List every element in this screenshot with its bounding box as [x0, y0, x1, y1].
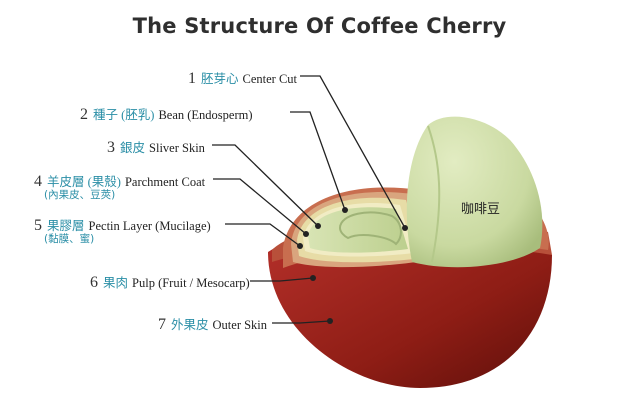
whole-bean-ridge	[427, 125, 441, 263]
label-en: Pectin Layer (Mucilage)	[88, 219, 211, 233]
bean-label: 咖啡豆	[461, 202, 501, 217]
outer-skin-shape	[268, 230, 552, 388]
leader-line-3	[212, 144, 319, 227]
label-number: 1	[188, 70, 196, 87]
label-en: Pulp (Fruit / Mesocarp)	[132, 276, 250, 290]
label-zh: 種子 (胚乳)	[93, 108, 155, 122]
leader-line-7	[272, 320, 331, 324]
label-parchment-sub: (內果皮、豆莢)	[44, 189, 116, 201]
leader-dot-4	[303, 231, 309, 237]
label-pectin-sub: (黏膜、蜜)	[44, 233, 95, 245]
leader-line-1	[300, 75, 406, 229]
label-en: Outer Skin	[212, 318, 268, 332]
leader-dot-7	[327, 318, 333, 324]
center-cut-swirl	[338, 211, 402, 246]
leader-line-5	[225, 223, 301, 247]
leader-line-4	[213, 178, 307, 235]
label-number: 4	[34, 173, 42, 190]
whole-bean-shape	[406, 116, 543, 268]
leader-dot-3	[315, 223, 321, 229]
leader-dot-6	[310, 275, 316, 281]
label-zh: 銀皮	[120, 141, 146, 155]
label-parchment-coat: 4 羊皮層 (果殼)Parchment Coat	[34, 171, 205, 191]
label-zh: 果肉	[103, 276, 129, 290]
label-en: Parchment Coat	[124, 175, 206, 189]
leader-line-6	[250, 277, 314, 282]
label-en: Center Cut	[242, 72, 298, 86]
label-zh: 胚芽心	[201, 72, 239, 86]
label-bean: 2 種子 (胚乳)Bean (Endosperm)	[80, 104, 253, 124]
label-zh: 果膠層	[47, 219, 85, 233]
page-title: The Structure Of Coffee Cherry	[132, 14, 507, 38]
label-number: 3	[107, 139, 115, 156]
leader-dot-2	[342, 207, 348, 213]
label-number: 5	[34, 217, 42, 234]
label-zh: 羊皮層 (果殼)	[47, 175, 121, 189]
leader-lines	[212, 75, 406, 324]
label-number: 2	[80, 106, 88, 123]
label-number: 7	[158, 316, 166, 333]
label-en: Sliver Skin	[149, 141, 205, 155]
leader-line-2	[290, 111, 346, 211]
leader-dot-1	[402, 225, 408, 231]
leader-dot-5	[297, 243, 303, 249]
bean-cross-section	[308, 207, 408, 253]
label-zh: 外果皮	[171, 318, 209, 332]
label-number: 6	[90, 274, 98, 291]
label-en: Bean (Endosperm)	[158, 108, 253, 122]
